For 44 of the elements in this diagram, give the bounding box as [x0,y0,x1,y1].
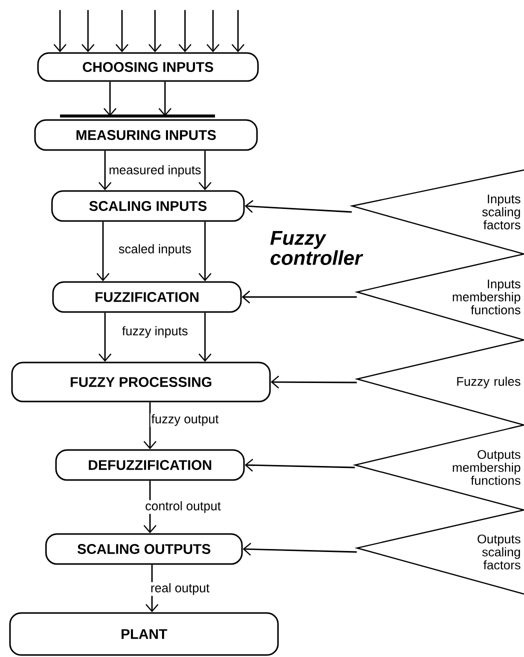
wedge [354,339,524,426]
arrow [96,222,110,282]
arrow [144,402,156,450]
arrow [244,200,352,213]
arrow [82,10,94,52]
wedge [354,509,524,595]
wedge-text: Inputs scaling factors [482,194,520,230]
edge-label: fuzzy inputs [121,325,189,339]
process-box: PLANT [9,612,279,656]
edge-label: real output [149,582,211,596]
process-box: SCALING INPUTS [51,190,245,222]
arrow [242,290,357,304]
wedge-text: Outputs membership functions [452,450,520,485]
edge-label: measured inputs [108,164,202,178]
process-box: CHOOSING INPUTS [37,52,259,82]
arrow [244,458,355,472]
process-box: DEFUZZIFICATION [55,449,245,481]
process-box: SCALING OUTPUTS [45,533,243,565]
edge-label: scaled inputs [118,243,192,257]
controller-title: Fuzzy controller [270,231,364,265]
arrow [232,10,244,52]
arrow [148,10,162,52]
process-box: MEASURING INPUTS [34,119,258,151]
arrow [198,222,212,282]
arrow [98,312,112,362]
wedge-text: Inputs membership functions [452,280,520,314]
arrow [104,82,116,116]
arrow [98,150,112,190]
arrow [270,376,357,388]
arrow [242,542,357,556]
arrow [116,10,128,52]
edge-label: control output [144,500,222,514]
arrow [206,10,220,52]
edge-label: fuzzy output [150,413,220,427]
arrow [198,312,212,362]
arrow [178,10,192,52]
wedge-text: Fuzzy rules [457,376,520,388]
arrow [198,150,212,190]
wedge [352,424,524,511]
wedge-text: Outputs scaling factors [478,534,520,570]
arrow [158,82,172,116]
process-box: FUZZY PROCESSING [11,362,271,402]
process-box: FUZZIFICATION [52,281,242,313]
arrow [54,10,66,52]
